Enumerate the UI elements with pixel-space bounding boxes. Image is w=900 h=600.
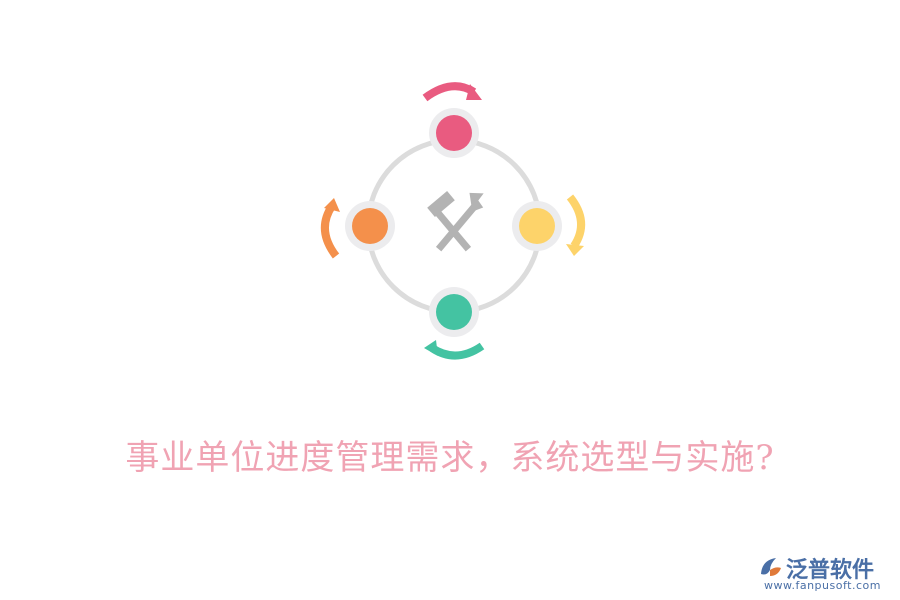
- cycle-arrow-bottom: [424, 340, 485, 360]
- node-left: [345, 201, 395, 251]
- node-top: [429, 108, 479, 158]
- node-right: [512, 201, 562, 251]
- cycle-arrow-right: [566, 194, 585, 256]
- node-bottom: [429, 287, 479, 337]
- cycle-arrow-top: [422, 82, 482, 102]
- brand-url[interactable]: www.fanpusoft.com: [764, 579, 881, 592]
- brand-name: 泛普软件: [786, 558, 875, 583]
- brand[interactable]: 泛普软件 www.fanpusoft.com: [758, 552, 888, 592]
- cycle-arrow-left: [321, 198, 340, 259]
- brand-logo-icon: [761, 558, 781, 576]
- hammer-wrench-icon: [427, 191, 484, 252]
- headline: 事业单位进度管理需求，系统选型与实施?: [125, 438, 775, 478]
